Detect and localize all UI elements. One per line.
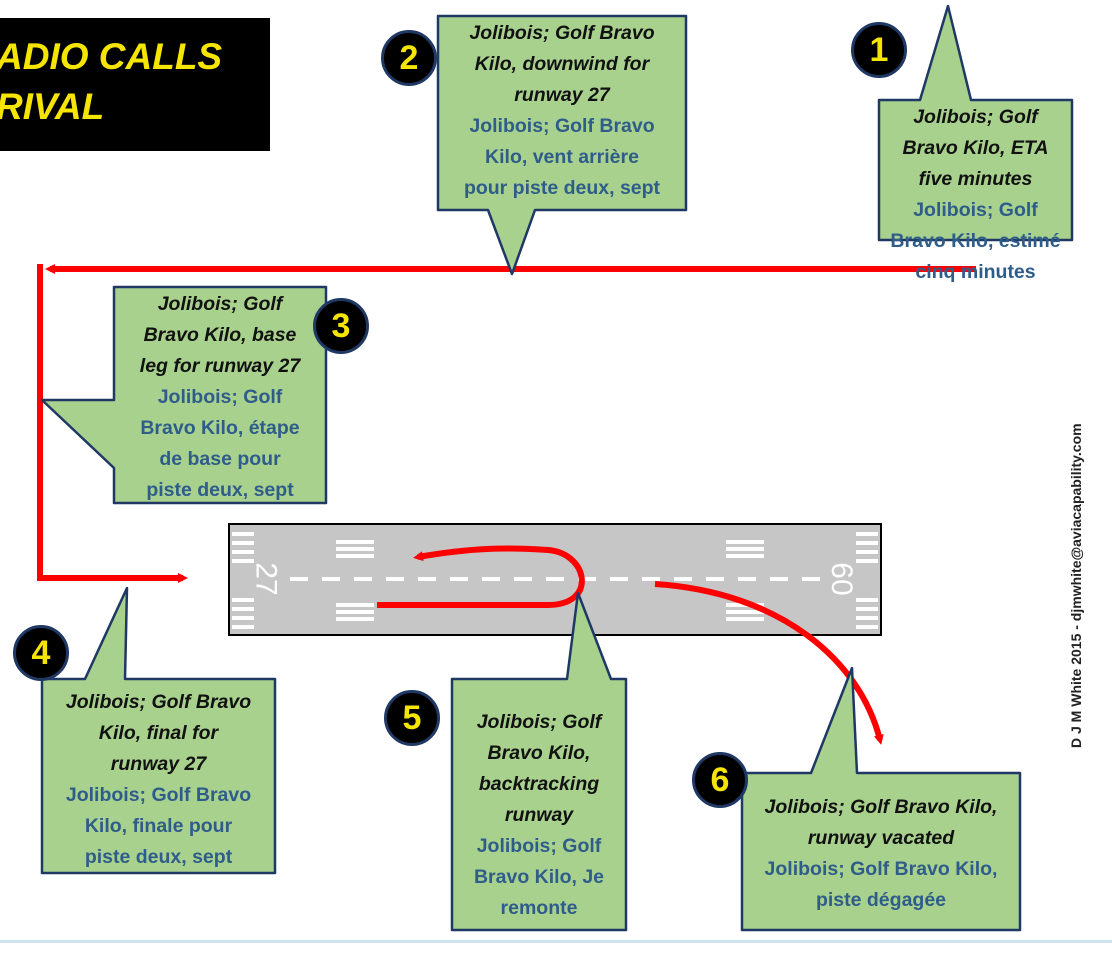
title-banner: ADIO CALLS RIVAL xyxy=(0,18,270,151)
runway-threshold-right xyxy=(856,532,878,629)
author-credit: D J M White 2015 - djmwhite@aviacapabili… xyxy=(1068,423,1084,748)
callout-3: Jolibois; Golf Bravo Kilo, base leg for … xyxy=(114,287,326,503)
callout-2-shape xyxy=(436,14,688,276)
callout-4-shape xyxy=(40,586,277,875)
callout-5-french: Jolibois; Golf Bravo Kilo, Je remonte xyxy=(473,835,605,919)
step-2-badge: 2 xyxy=(381,30,437,86)
base-final-leg-arrow xyxy=(37,264,188,583)
callout-2: Jolibois; Golf Bravo Kilo, downwind for … xyxy=(438,16,686,210)
runway-number-right: 09 xyxy=(827,562,860,595)
callout-6-french: Jolibois; Golf Bravo Kilo, piste dégagée xyxy=(764,858,998,911)
callout-2-english: Jolibois; Golf Bravo Kilo, downwind for … xyxy=(469,22,655,106)
callout-4-english: Jolibois; Golf Bravo Kilo, final for run… xyxy=(65,691,252,775)
step-1-badge: 1 xyxy=(851,22,907,78)
callout-2-french: Jolibois; Golf Bravo Kilo, vent arrière … xyxy=(463,115,661,199)
callout-4-french: Jolibois; Golf Bravo Kilo, finale pour p… xyxy=(65,784,252,868)
callout-4: Jolibois; Golf Bravo Kilo, final for run… xyxy=(42,685,275,873)
step-4-badge: 4 xyxy=(13,625,69,681)
bottom-divider xyxy=(0,940,1112,943)
callout-1: Jolibois; Golf Bravo Kilo, ETA five minu… xyxy=(879,100,1072,283)
callout-6-english: Jolibois; Golf Bravo Kilo, runway vacate… xyxy=(764,796,998,849)
title-line-1: ADIO CALLS xyxy=(0,36,223,77)
callout-5-shape xyxy=(450,591,628,932)
step-6-badge: 6 xyxy=(692,752,748,808)
callout-1-english: Jolibois; Golf Bravo Kilo, ETA five minu… xyxy=(902,106,1049,190)
callout-3-english: Jolibois; Golf Bravo Kilo, base leg for … xyxy=(139,293,301,377)
title-line-2: RIVAL xyxy=(0,86,105,127)
callout-5-english: Jolibois; Golf Bravo Kilo, backtracking … xyxy=(476,711,602,826)
callout-5: Jolibois; Golf Bravo Kilo, backtracking … xyxy=(452,705,626,930)
callout-1-shape xyxy=(877,4,1074,242)
callout-6-shape xyxy=(740,666,1022,932)
callout-1-french: Jolibois; Golf Bravo Kilo, estimé cinq m… xyxy=(890,199,1061,283)
vacate-arrow xyxy=(654,581,884,745)
callout-6: Jolibois; Golf Bravo Kilo, runway vacate… xyxy=(742,790,1020,930)
backtrack-arrow xyxy=(377,545,585,608)
step-3-badge: 3 xyxy=(313,298,369,354)
runway-number-left: 27 xyxy=(250,562,283,595)
step-5-badge: 5 xyxy=(384,690,440,746)
callout-shapes xyxy=(40,4,1074,932)
callout-3-french: Jolibois; Golf Bravo Kilo, étape de base… xyxy=(140,386,300,501)
runway-threshold-left xyxy=(232,532,254,629)
